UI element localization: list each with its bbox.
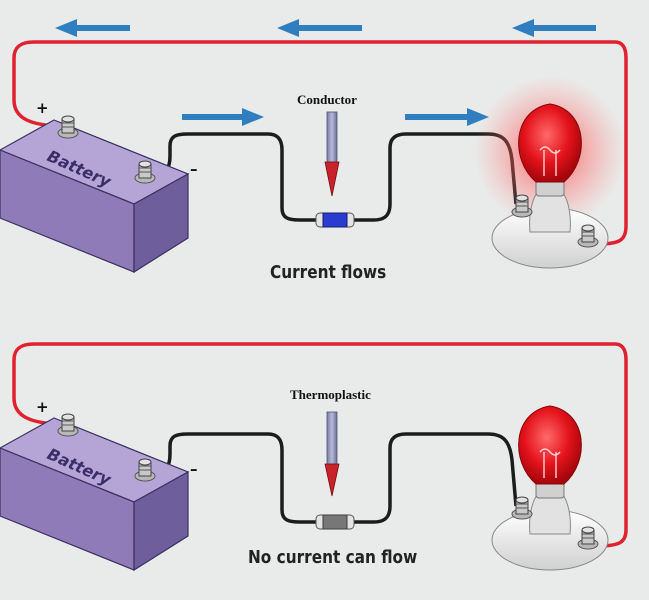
top-lightbulb bbox=[474, 76, 626, 269]
conductor-probe bbox=[324, 111, 340, 197]
arrow-right-icon bbox=[182, 108, 264, 126]
bottom-plus-sign: + bbox=[36, 398, 49, 416]
arrow-left-icon bbox=[512, 19, 596, 37]
conductor-label: Conductor bbox=[297, 92, 357, 107]
bottom-circuit bbox=[0, 342, 628, 572]
arrow-right-icon bbox=[405, 108, 489, 126]
bottom-lightbulb bbox=[491, 405, 609, 571]
top-red-wire bbox=[12, 40, 628, 246]
arrow-left-icon bbox=[277, 19, 362, 37]
bottom-minus-sign: – bbox=[190, 460, 198, 478]
top-caption: Current flows bbox=[270, 262, 387, 283]
bottom-black-wire bbox=[151, 432, 518, 524]
top-minus-sign: – bbox=[190, 160, 198, 178]
thermoplastic-label: Thermoplastic bbox=[290, 387, 371, 402]
thermoplastic-probe bbox=[324, 411, 340, 497]
top-circuit bbox=[0, 19, 628, 274]
bottom-battery bbox=[0, 413, 190, 572]
thermoplastic-sample bbox=[315, 514, 355, 530]
arrow-left-icon bbox=[55, 19, 130, 37]
top-plus-sign: + bbox=[36, 99, 49, 117]
top-flow-arrows bbox=[55, 19, 596, 126]
top-battery bbox=[0, 115, 190, 274]
conductor-sample bbox=[315, 212, 355, 228]
bottom-caption: No current can flow bbox=[248, 547, 418, 568]
bottom-red-wire bbox=[12, 342, 628, 548]
